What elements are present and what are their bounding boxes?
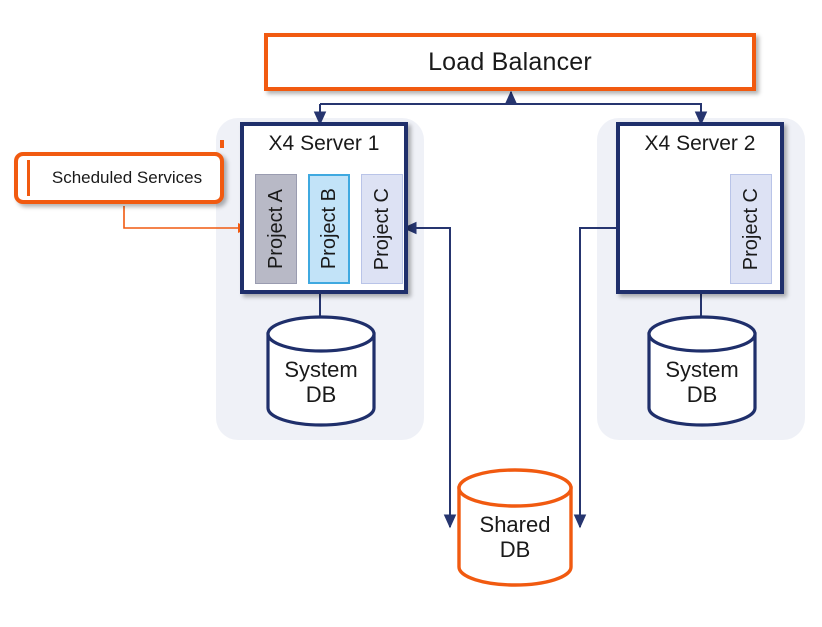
project-box-server2-c[interactable]: Project C [730, 174, 772, 284]
project-box-server1-c[interactable]: Project C [361, 174, 403, 284]
shared-db-shape [457, 468, 573, 587]
system-db-1-shape [266, 315, 376, 427]
system-db-2[interactable]: System DB [646, 315, 758, 427]
system-db-1[interactable]: System DB [265, 315, 377, 427]
project-label-server1-a: Project A [264, 188, 287, 270]
project-label-server1-c: Project C [370, 187, 393, 271]
server-box-1[interactable]: X4 Server 1 Project A Project B Project … [240, 122, 408, 294]
project-label-server2-c: Project C [739, 187, 762, 271]
project-label-server1-b: Project B [317, 188, 340, 270]
load-balancer-box[interactable]: Load Balancer [264, 33, 756, 91]
server-title-2: X4 Server 2 [644, 132, 756, 155]
load-balancer-label: Load Balancer [428, 47, 592, 76]
server-box-2[interactable]: X4 Server 2 Project C [616, 122, 784, 294]
system-db-2-shape [647, 315, 757, 427]
server-title-1: X4 Server 1 [268, 132, 380, 155]
project-box-server1-a[interactable]: Project A [255, 174, 297, 284]
shared-db[interactable]: Shared DB [456, 468, 574, 588]
project-box-server1-b[interactable]: Project B [308, 174, 350, 284]
scheduled-services-box[interactable]: Scheduled Services [14, 152, 224, 204]
scheduled-services-tab [27, 160, 30, 196]
scheduled-services-label: Scheduled Services [51, 168, 203, 187]
